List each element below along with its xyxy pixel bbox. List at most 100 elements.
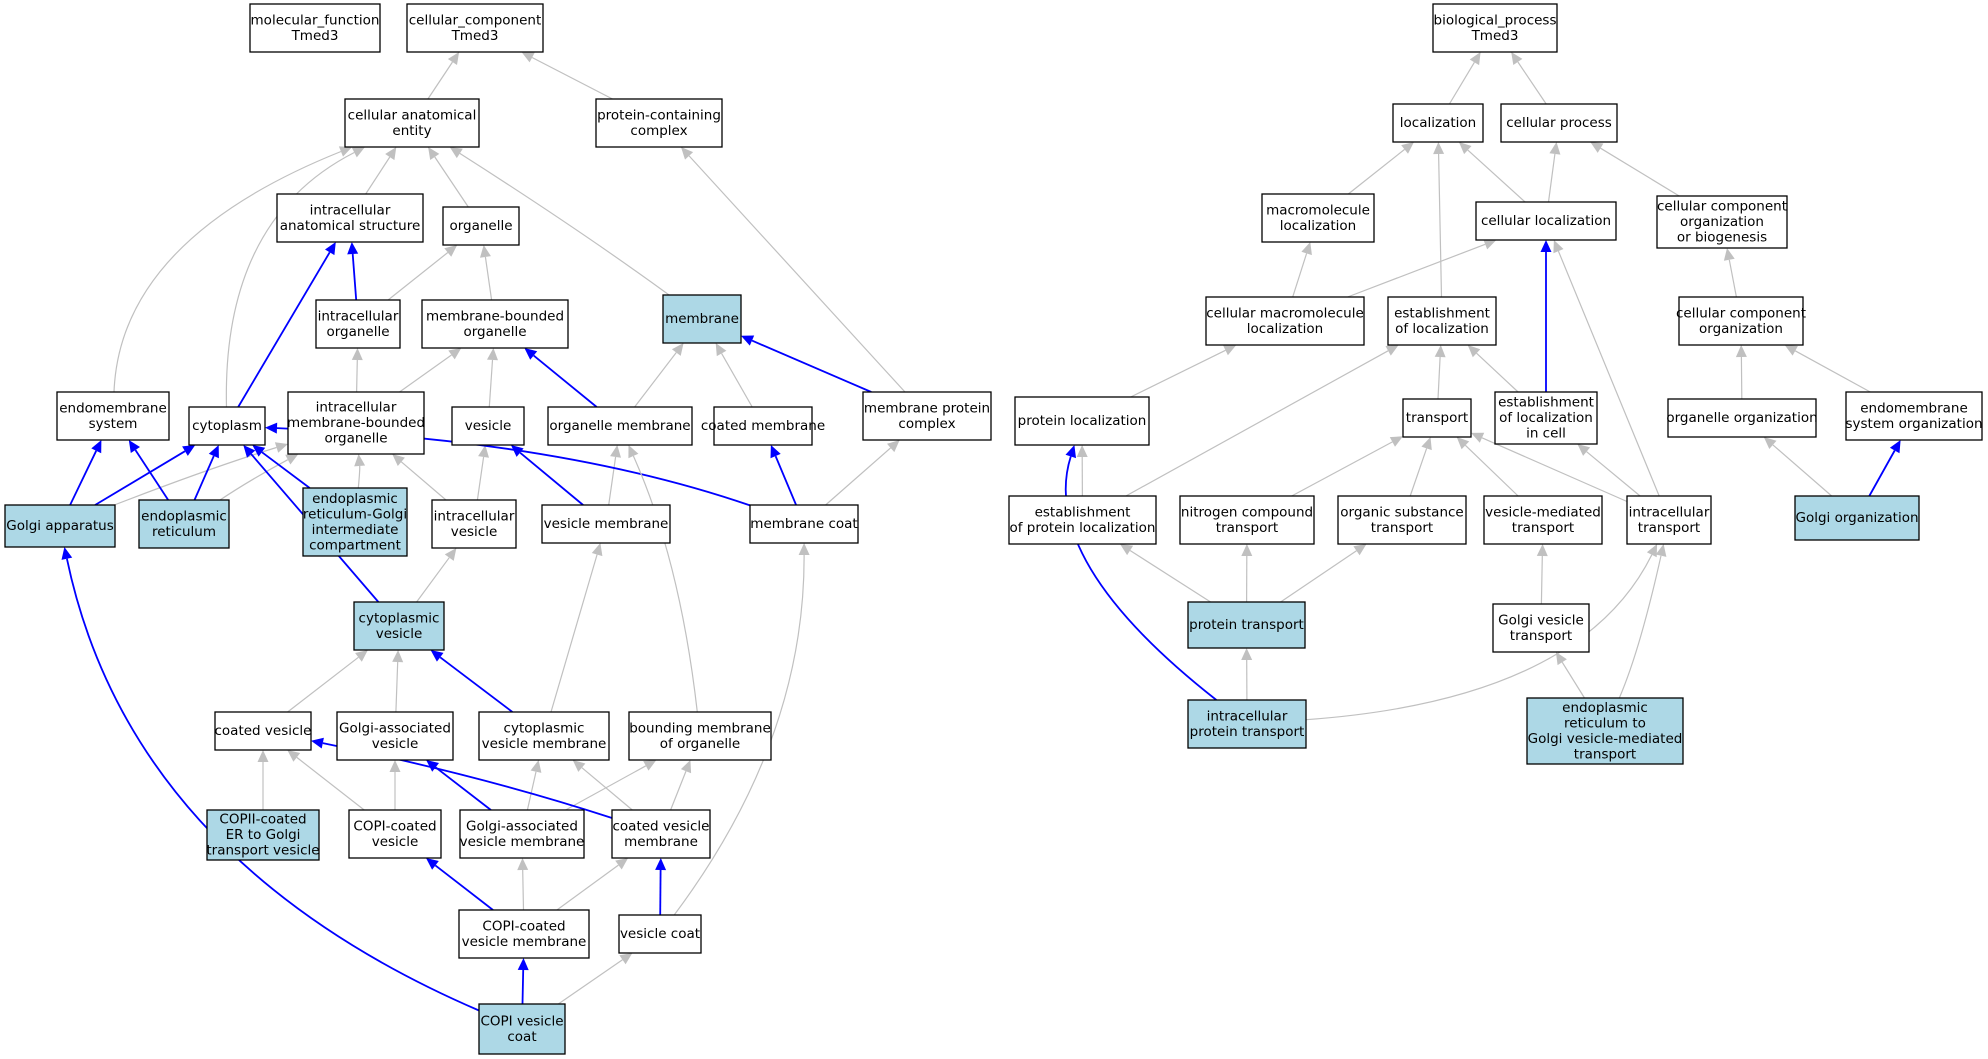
edge-it-to-cl bbox=[1553, 240, 1660, 497]
node-pl[interactable]: protein localization bbox=[1014, 396, 1150, 446]
node-box bbox=[1656, 195, 1788, 249]
node-org[interactable]: organelle bbox=[442, 206, 520, 246]
node-box bbox=[1845, 391, 1983, 441]
edge-line bbox=[531, 56, 613, 100]
arrowhead-icon bbox=[1646, 544, 1658, 558]
node-mem[interactable]: membrane bbox=[662, 294, 742, 344]
edge-line bbox=[237, 251, 331, 408]
node-box bbox=[138, 499, 230, 549]
arrowhead-icon bbox=[1577, 444, 1591, 456]
edge-line bbox=[94, 450, 186, 506]
node-mc[interactable]: membrane coat bbox=[749, 504, 859, 544]
arrowhead-icon bbox=[1511, 52, 1523, 65]
node-box bbox=[353, 601, 445, 651]
edge-bmo-to-om bbox=[628, 445, 698, 713]
node-cp[interactable]: cellular process bbox=[1500, 103, 1618, 143]
node-box bbox=[1337, 495, 1467, 545]
node-om[interactable]: organelle membrane bbox=[547, 406, 693, 446]
edge-line bbox=[1618, 555, 1662, 699]
edge-line bbox=[1728, 259, 1737, 298]
node-loc[interactable]: localization bbox=[1392, 103, 1484, 143]
node-cov[interactable]: coated vesicle bbox=[214, 711, 312, 751]
arrowhead-icon bbox=[182, 445, 196, 456]
arrowhead-icon bbox=[1483, 239, 1497, 250]
node-vcoat[interactable]: vesicle coat bbox=[618, 914, 702, 954]
edge-line bbox=[1467, 149, 1526, 203]
node-box bbox=[406, 3, 544, 53]
arrowhead-icon bbox=[741, 335, 755, 346]
arrowhead-icon bbox=[1434, 345, 1446, 358]
node-box bbox=[1492, 603, 1590, 653]
node-label-line: organic substance bbox=[1340, 504, 1463, 520]
node-box bbox=[1008, 495, 1157, 545]
arrowhead-icon bbox=[798, 543, 810, 555]
node-ga[interactable]: Golgi apparatus bbox=[4, 504, 116, 548]
node-ves[interactable]: vesicle bbox=[451, 406, 525, 446]
node-label-line: vesicle membrane bbox=[460, 834, 585, 850]
arrowhead-icon bbox=[1467, 345, 1481, 358]
node-box bbox=[1261, 193, 1375, 243]
node-cyt[interactable]: cytoplasm bbox=[188, 406, 266, 446]
node-ergic[interactable]: endoplasmicreticulum-Golgiintermediateco… bbox=[302, 487, 408, 557]
edge-line bbox=[533, 354, 598, 408]
node-box bbox=[431, 499, 517, 549]
node-tr[interactable]: transport bbox=[1402, 398, 1472, 438]
node-pt[interactable]: protein transport bbox=[1187, 601, 1306, 649]
node-vm[interactable]: vesicle membrane bbox=[541, 504, 671, 544]
node-label-line: transport bbox=[1638, 520, 1700, 536]
node-cm[interactable]: coated membrane bbox=[701, 406, 825, 446]
edge-line bbox=[556, 864, 619, 911]
node-label-line: establishment bbox=[1035, 504, 1131, 520]
arrowhead-icon bbox=[392, 650, 404, 663]
node-box bbox=[1678, 296, 1804, 346]
arrowhead-icon bbox=[448, 348, 462, 360]
node-go[interactable]: Golgi organization bbox=[1794, 495, 1920, 541]
edge-er-to-es bbox=[128, 440, 169, 501]
node-oo[interactable]: organelle organization bbox=[1666, 398, 1818, 438]
arrowhead-icon bbox=[680, 760, 692, 774]
node-cl[interactable]: cellular localization bbox=[1475, 201, 1617, 241]
node-label-line: organization bbox=[1680, 214, 1764, 230]
edge-line bbox=[825, 447, 891, 506]
